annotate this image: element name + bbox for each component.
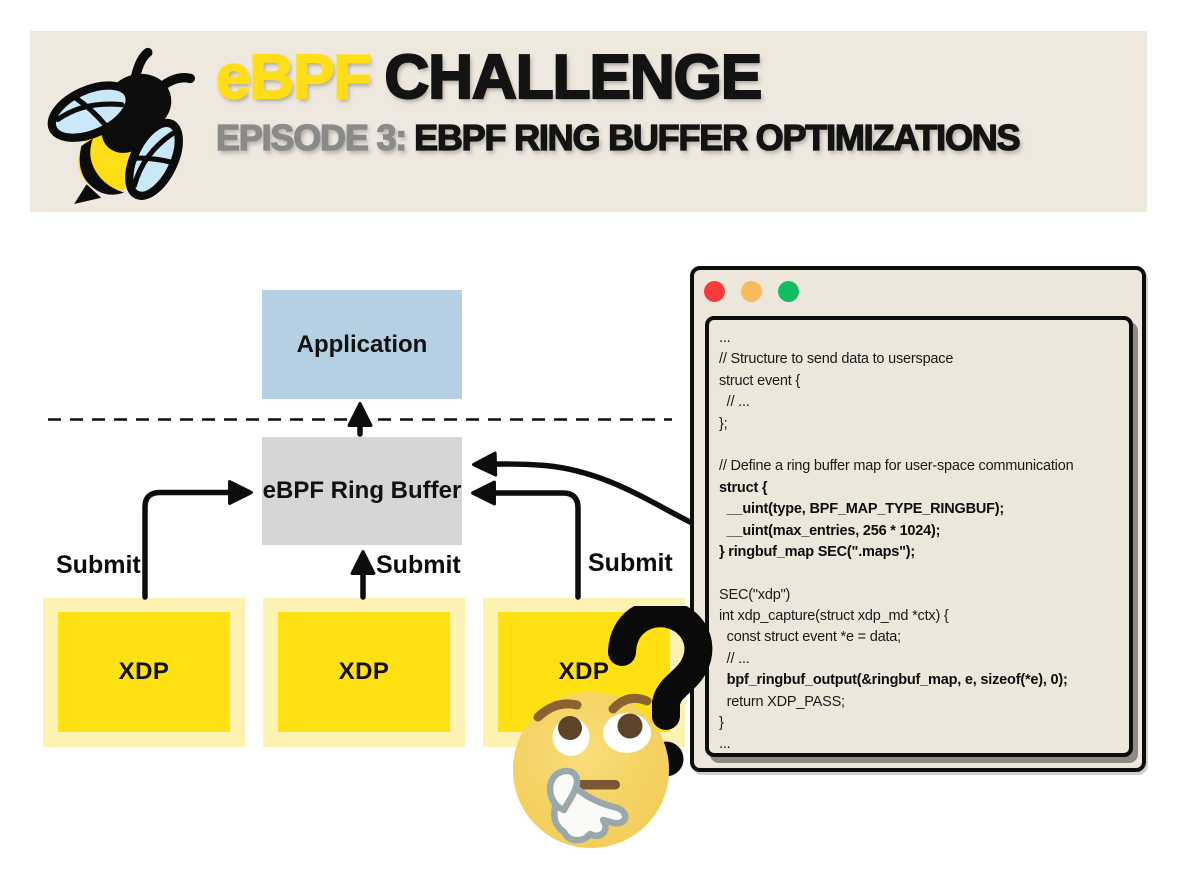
code-line: [719, 563, 1119, 584]
subtitle-topic: EBPF RING BUFFER OPTIMIZATIONS: [413, 116, 1021, 158]
xdp-box-2: XDP: [263, 598, 465, 747]
window-close-icon[interactable]: [704, 281, 725, 302]
title-rest: CHALLENGE: [383, 42, 763, 113]
title-accent: eBPF: [215, 42, 373, 113]
code-window: ... // Structure to send data to userspac…: [690, 266, 1146, 772]
emoji-left-eyebrow: [533, 699, 582, 722]
arrow-code-to-ringbuf: [472, 451, 697, 527]
ebpf-bee-logo-icon: [47, 47, 196, 204]
window-minimize-icon[interactable]: [741, 281, 762, 302]
code-line: // Define a ring buffer map for user-spa…: [719, 458, 1074, 475]
code-line: }: [719, 715, 724, 732]
code-line: struct {: [719, 479, 768, 496]
page-subtitle: EPISODE 3:EBPF RING BUFFER OPTIMIZATIONS: [215, 115, 1021, 161]
subtitle-episode: EPISODE 3:: [215, 116, 408, 158]
code-line: return XDP_PASS;: [719, 693, 845, 710]
emoji-right-eyebrow: [608, 693, 652, 714]
code-line: [719, 435, 1119, 456]
code-line: ...: [719, 736, 731, 753]
ring-buffer-label: eBPF Ring Buffer: [262, 477, 462, 504]
emoji-thinking-hand: [546, 767, 629, 844]
window-controls: [704, 281, 799, 302]
window-zoom-icon[interactable]: [778, 281, 799, 302]
xdp-box-1: XDP: [43, 598, 245, 747]
code-block: ... // Structure to send data to userspac…: [705, 316, 1133, 757]
application-box: Application: [262, 290, 462, 399]
code-line: // ...: [719, 650, 750, 667]
xdp-box-2-inner: XDP: [278, 612, 450, 732]
code-line: // Structure to send data to userspace: [719, 351, 954, 368]
code-line: __uint(max_entries, 256 * 1024);: [719, 522, 941, 539]
xdp-box-1-inner: XDP: [58, 612, 230, 732]
code-line: };: [719, 415, 728, 432]
arrow-xdp3-to-ringbuf: [471, 480, 581, 600]
code-line: bpf_ringbuf_output(&ringbuf_map, e, size…: [719, 672, 1068, 689]
code-line: SEC("xdp"): [719, 586, 791, 603]
submit-label-2: Submit: [376, 551, 461, 579]
emoji-mouth: [568, 780, 620, 790]
code-line: __uint(type, BPF_MAP_TYPE_RINGBUF);: [719, 501, 1005, 518]
thinking-face-emoji: [513, 692, 669, 848]
code-line: struct event {: [719, 372, 801, 389]
code-line: const struct event *e = data;: [719, 629, 902, 646]
code-line: // ...: [719, 394, 750, 411]
code-line: int xdp_capture(struct xdp_md *ctx) {: [719, 608, 949, 625]
application-label: Application: [296, 330, 428, 358]
arrow-xdp1-to-ringbuf: [142, 480, 253, 600]
submit-label-1: Submit: [56, 551, 141, 579]
submit-label-3: Submit: [588, 549, 673, 577]
code-line: } ringbuf_map SEC(".maps");: [719, 543, 916, 560]
code-line: ...: [719, 330, 731, 346]
ring-buffer-box: eBPF Ring Buffer: [262, 437, 462, 545]
